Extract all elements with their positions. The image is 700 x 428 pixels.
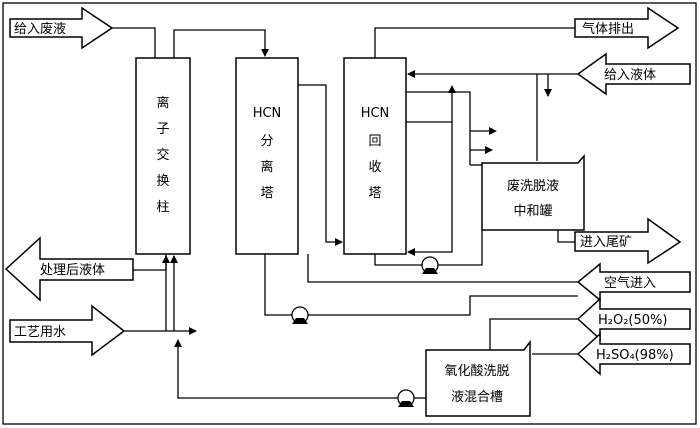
svg-text:给入液体: 给入液体 bbox=[604, 68, 656, 83]
svg-text:H₂O₂(50%): H₂O₂(50%) bbox=[598, 313, 667, 328]
pump-separation bbox=[291, 306, 309, 324]
arrow-h2o2-in: H₂O₂(50%) bbox=[576, 297, 691, 341]
svg-text:中和罐: 中和罐 bbox=[513, 204, 552, 219]
svg-text:处理后液体: 处理后液体 bbox=[40, 263, 105, 278]
svg-text:HCN: HCN bbox=[253, 106, 282, 121]
arrow-gas-exhaust: 气体排出 bbox=[574, 6, 680, 50]
arrow-treated-liquid-out: 处理后液体 bbox=[4, 236, 134, 302]
pump-recovery bbox=[421, 256, 439, 274]
svg-text:塔: 塔 bbox=[368, 186, 381, 201]
hcn-recovery-tower: HCN 回 收 塔 bbox=[343, 57, 407, 255]
arrow-air-in: 空气进入 bbox=[576, 262, 691, 302]
svg-text:分: 分 bbox=[260, 134, 273, 149]
hcn-separation-tower: HCN 分 离 塔 bbox=[235, 57, 299, 255]
svg-text:工艺用水: 工艺用水 bbox=[14, 325, 66, 340]
svg-text:氧化酸洗脱: 氧化酸洗脱 bbox=[444, 364, 509, 379]
ion-exchange-column: 离 子 交 换 柱 bbox=[135, 57, 191, 255]
svg-text:气体排出: 气体排出 bbox=[582, 21, 634, 37]
svg-text:HCN: HCN bbox=[361, 106, 390, 121]
arrow-to-tailings: 进入尾矿 bbox=[574, 217, 682, 265]
arrow-liquid-in: 给入液体 bbox=[576, 52, 691, 96]
neutralization-tank: 废洗脱液 中和罐 bbox=[481, 153, 585, 231]
svg-text:塔: 塔 bbox=[260, 186, 273, 201]
svg-text:收: 收 bbox=[368, 160, 381, 175]
svg-text:换: 换 bbox=[156, 174, 169, 189]
svg-text:子: 子 bbox=[156, 122, 169, 137]
arrow-waste-liquid-in: 给入废液 bbox=[9, 6, 114, 50]
svg-text:柱: 柱 bbox=[156, 200, 169, 215]
svg-text:H₂SO₄(98%): H₂SO₄(98%) bbox=[596, 348, 674, 363]
svg-text:空气进入: 空气进入 bbox=[604, 275, 656, 291]
svg-text:离: 离 bbox=[156, 95, 169, 111]
svg-text:交: 交 bbox=[156, 147, 169, 163]
pump-mixing bbox=[397, 389, 415, 407]
arrow-h2so4-in: H₂SO₄(98%) bbox=[576, 332, 691, 376]
svg-text:给入废液: 给入废液 bbox=[14, 21, 66, 37]
svg-text:液混合槽: 液混合槽 bbox=[451, 390, 503, 405]
mixing-tank: 氧化酸洗脱 液混合槽 bbox=[425, 339, 531, 417]
svg-text:离: 离 bbox=[260, 159, 273, 175]
svg-text:进入尾矿: 进入尾矿 bbox=[580, 235, 632, 250]
pipelines bbox=[112, 27, 578, 399]
svg-text:废洗脱液: 废洗脱液 bbox=[507, 178, 559, 194]
arrow-process-water-in: 工艺用水 bbox=[9, 304, 126, 357]
svg-text:回: 回 bbox=[368, 134, 381, 149]
